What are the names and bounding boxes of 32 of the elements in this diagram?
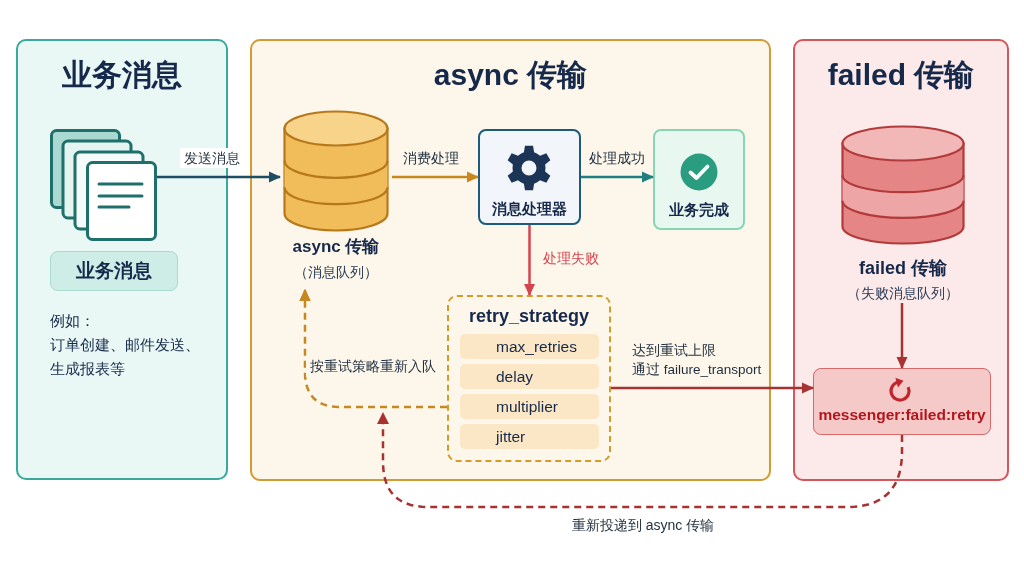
example-text: 订单创建、邮件发送、生成报表等 <box>50 336 201 379</box>
parameter-item: multiplier <box>460 394 599 419</box>
panel-title: async 传输 <box>433 57 588 93</box>
message-type-label: 业务消息 <box>50 251 178 291</box>
arrow <box>524 225 535 296</box>
queue-description: （消息队列） <box>294 263 378 282</box>
dashed-arrow <box>299 289 447 409</box>
section-panel <box>793 39 1009 481</box>
section-panel <box>16 39 228 480</box>
arrow <box>581 171 654 183</box>
queue-name: failed 传输 <box>859 257 947 280</box>
panel-title: 业务消息 <box>62 57 182 93</box>
parameter-item: jitter <box>460 424 599 449</box>
process-node <box>478 129 581 225</box>
parameter-item: delay <box>460 364 599 389</box>
example-text: 例如： <box>50 312 95 331</box>
retry-strategy-group <box>447 295 611 462</box>
command-label: messenger:failed:retry <box>818 405 986 425</box>
group-title: retry_strategy <box>468 305 590 327</box>
arrow <box>896 303 908 369</box>
arrow <box>392 171 479 183</box>
arrow <box>611 382 814 394</box>
node-label: 消息处理器 <box>492 199 567 219</box>
queue-description: （失败消息队列） <box>847 284 959 303</box>
queue-name: async 传输 <box>292 236 380 258</box>
parameter-item: max_retries <box>460 334 599 359</box>
arrow <box>157 171 281 183</box>
panel-title: failed 传输 <box>827 57 975 93</box>
status-node <box>653 129 745 230</box>
node-label: 业务完成 <box>669 200 729 220</box>
section-panel <box>250 39 771 481</box>
command-node <box>813 368 991 435</box>
